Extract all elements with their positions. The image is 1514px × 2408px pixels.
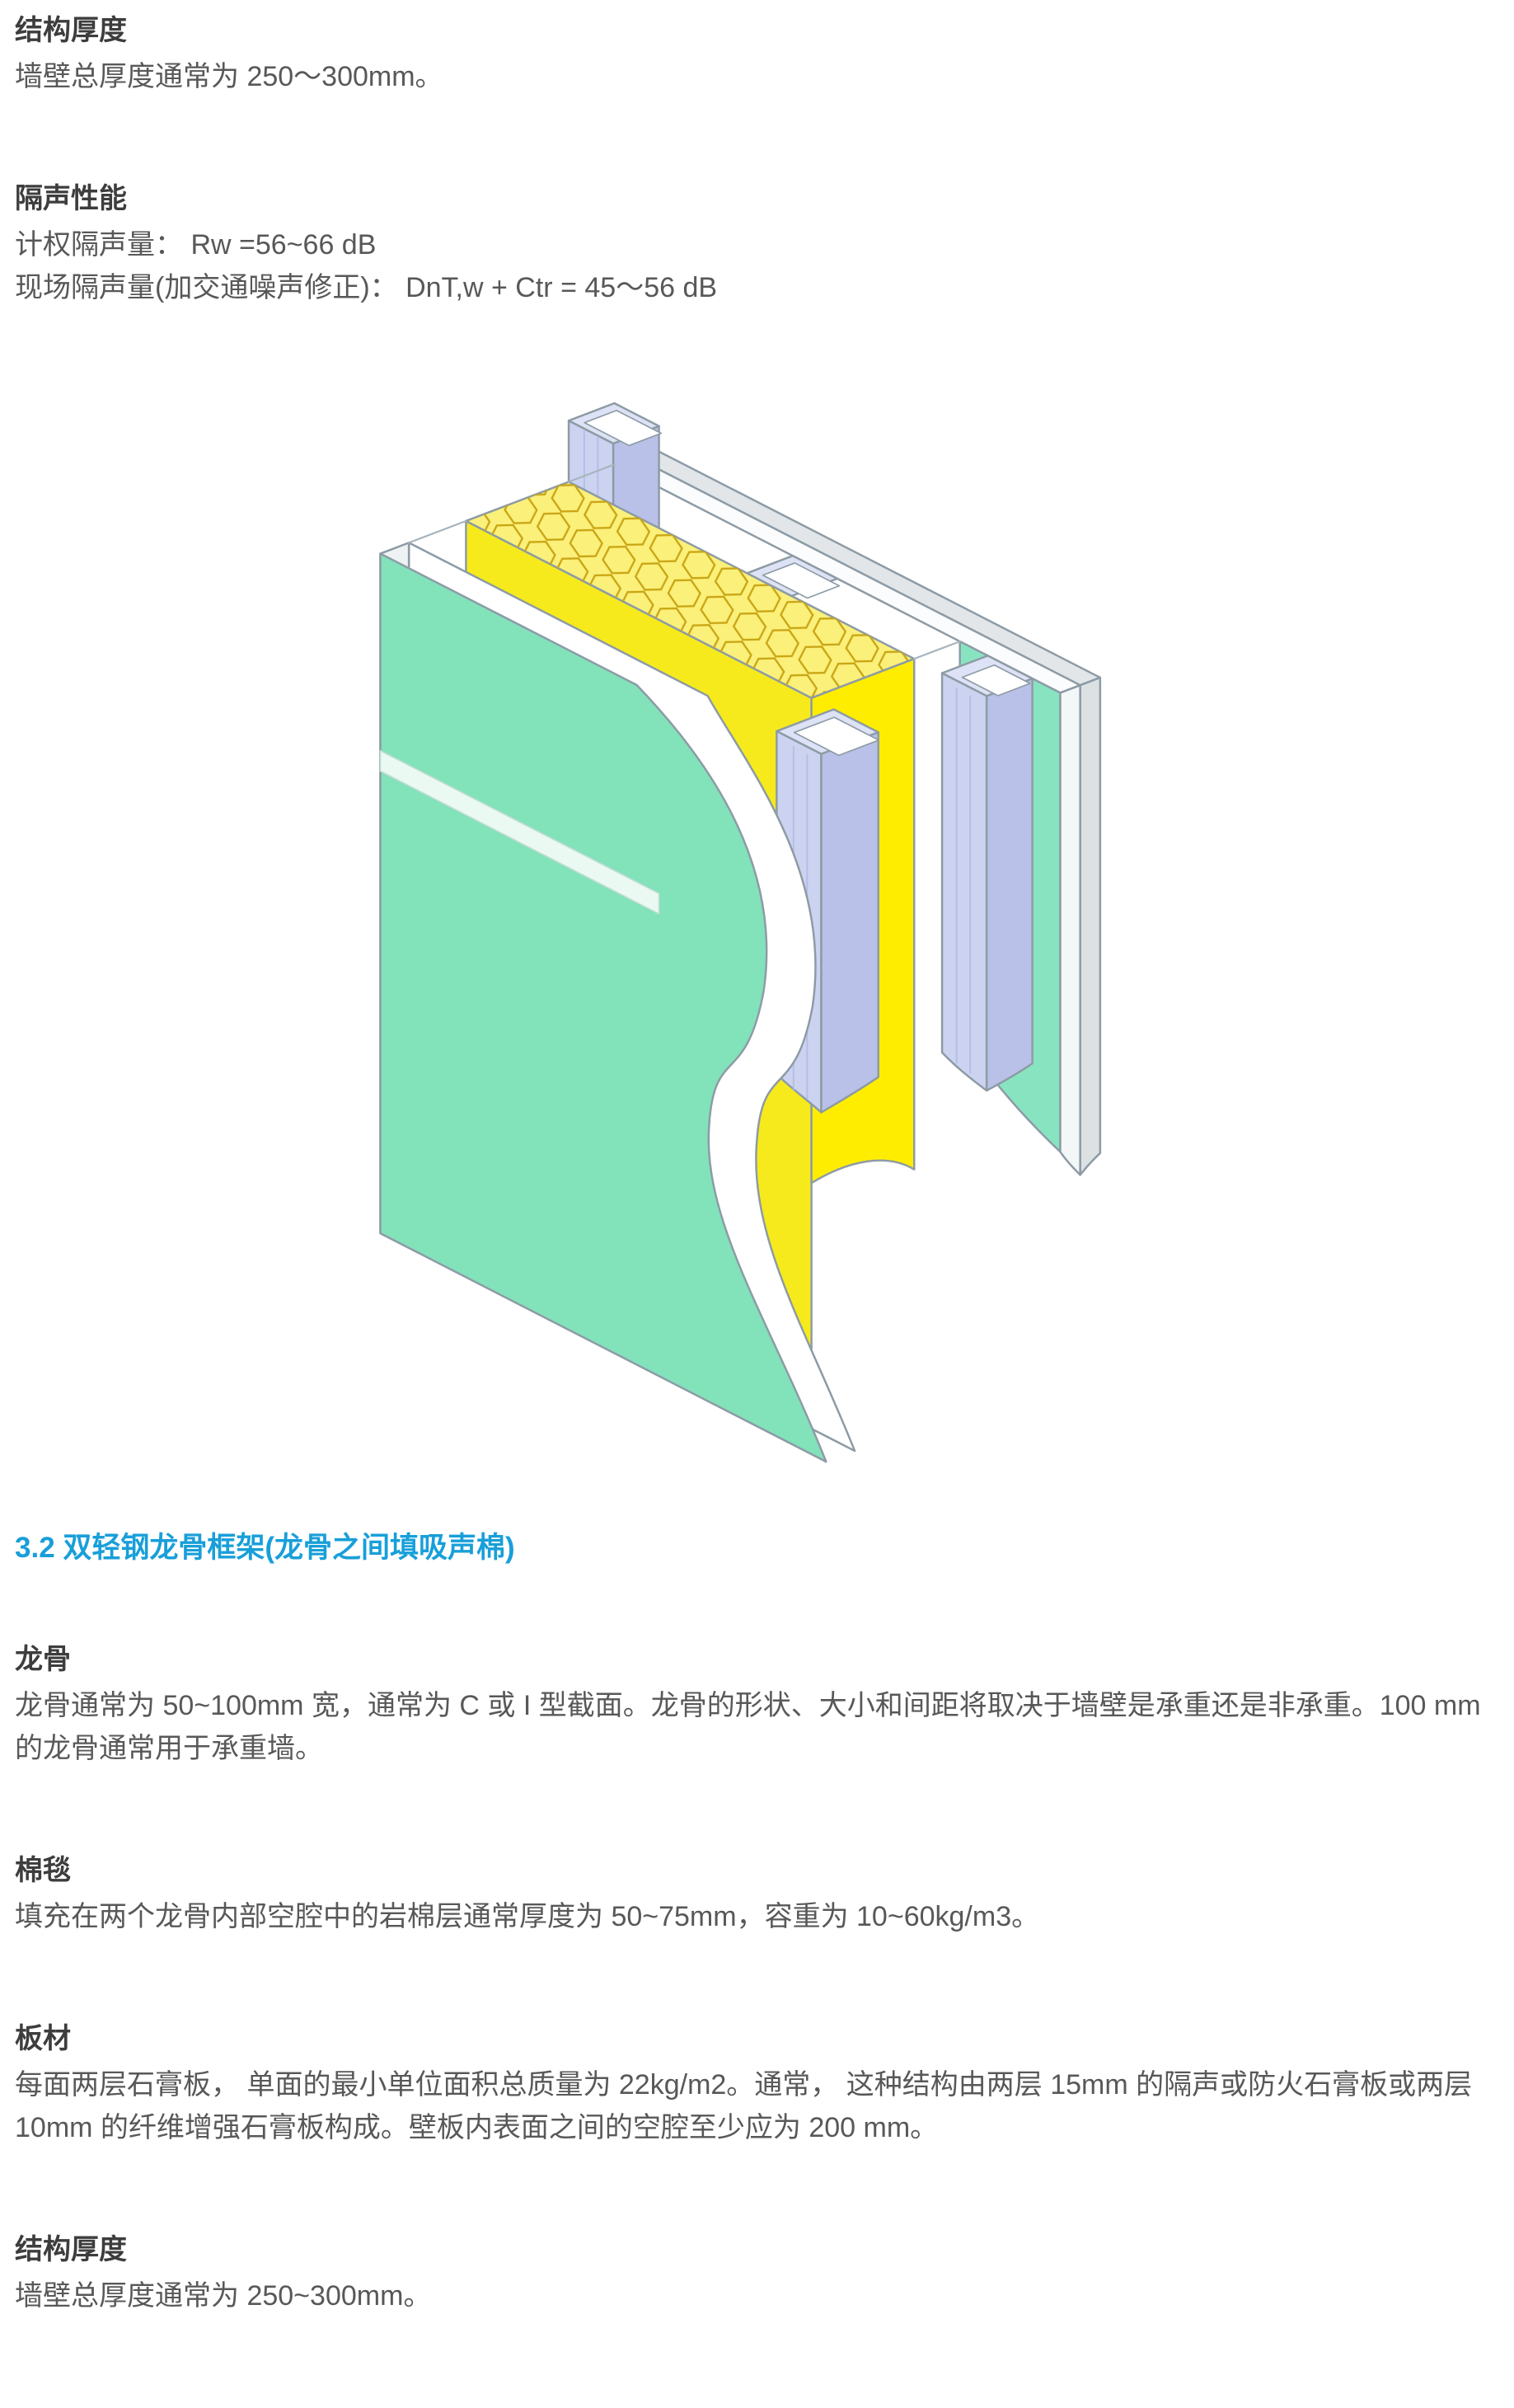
section-studs: 龙骨 龙骨通常为 50~100mm 宽，通常为 C 或 I 型截面。龙骨的形状、… xyxy=(15,1639,1493,1771)
block-paragraph: 现场隔声量(加交通噪声修正)： DnT,w + Ctr = 45～56 dB xyxy=(15,272,718,304)
insulation-honeycomb-pattern xyxy=(465,481,914,698)
stud-top-c-opening xyxy=(583,410,662,447)
far-outer-board-end-edge xyxy=(1078,676,1101,1176)
block-paragraph: 计权隔声量： Rw =56~66 dB xyxy=(15,228,377,261)
wall-assembly-illustration xyxy=(378,401,1101,1463)
stud-top-c-opening xyxy=(961,664,1031,697)
stud-flange-face xyxy=(940,672,987,1092)
board-joint-seam xyxy=(379,749,659,915)
stud-side-face xyxy=(819,731,879,1114)
block-heading: 隔声性能 xyxy=(15,182,127,214)
block-heading: 龙骨 xyxy=(15,1643,71,1675)
section-structure-thickness-bottom: 结构厚度 墙壁总厚度通常为 250~300mm。 xyxy=(15,2229,1493,2318)
block-heading: 棉毯 xyxy=(15,1854,71,1886)
block-heading: 结构厚度 xyxy=(15,2233,127,2265)
section-heading-3-2: 3.2 双轻钢龙骨框架(龙骨之间填吸声棉) xyxy=(15,1531,515,1564)
section-blanket: 棉毯 填充在两个龙骨内部空腔中的岩棉层通常厚度为 50~75mm，容重为 10~… xyxy=(15,1850,1493,1939)
double-stud-wall-figure xyxy=(367,389,1141,1487)
document-page: 结构厚度 墙壁总厚度通常为 250～300mm。 隔声性能 计权隔声量： Rw … xyxy=(15,10,1493,2318)
block-paragraph: 龙骨通常为 50~100mm 宽，通常为 C 或 I 型截面。龙骨的形状、大小和… xyxy=(15,1689,1481,1765)
stud-top-c-opening xyxy=(762,562,840,599)
section-boards: 板材 每面两层石膏板， 单面的最小单位面积总质量为 22kg/m2。通常， 这种… xyxy=(15,2018,1493,2150)
block-heading: 结构厚度 xyxy=(15,15,127,46)
section-sound-insulation-performance: 隔声性能 计权隔声量： Rw =56~66 dB 现场隔声量(加交通噪声修正)：… xyxy=(15,178,1493,310)
far-inner-board-end-edge xyxy=(1058,684,1081,1176)
section-structure-thickness-top: 结构厚度 墙壁总厚度通常为 250～300mm。 xyxy=(15,10,1493,99)
stud-shading-lines xyxy=(955,687,971,1074)
stud-top-c-opening xyxy=(793,716,879,757)
block-paragraph: 墙壁总厚度通常为 250～300mm。 xyxy=(15,61,443,92)
block-paragraph: 每面两层石膏板， 单面的最小单位面积总质量为 22kg/m2。通常， 这种结构由… xyxy=(15,2068,1473,2144)
block-heading: 板材 xyxy=(15,2022,71,2054)
far-stud-top-section xyxy=(745,555,840,599)
near-gypsum-boards xyxy=(378,542,855,1463)
layer-edge-lines xyxy=(407,463,961,660)
stud-side-face xyxy=(985,677,1034,1092)
cavity-steel-stud xyxy=(940,655,1034,1092)
near-board-green-face xyxy=(378,552,827,1463)
block-paragraph: 填充在两个龙骨内部空腔中的岩棉层通常厚度为 50~75mm，容重为 10~60k… xyxy=(15,1900,1040,1932)
block-paragraph: 墙壁总厚度通常为 250~300mm。 xyxy=(15,2279,432,2312)
